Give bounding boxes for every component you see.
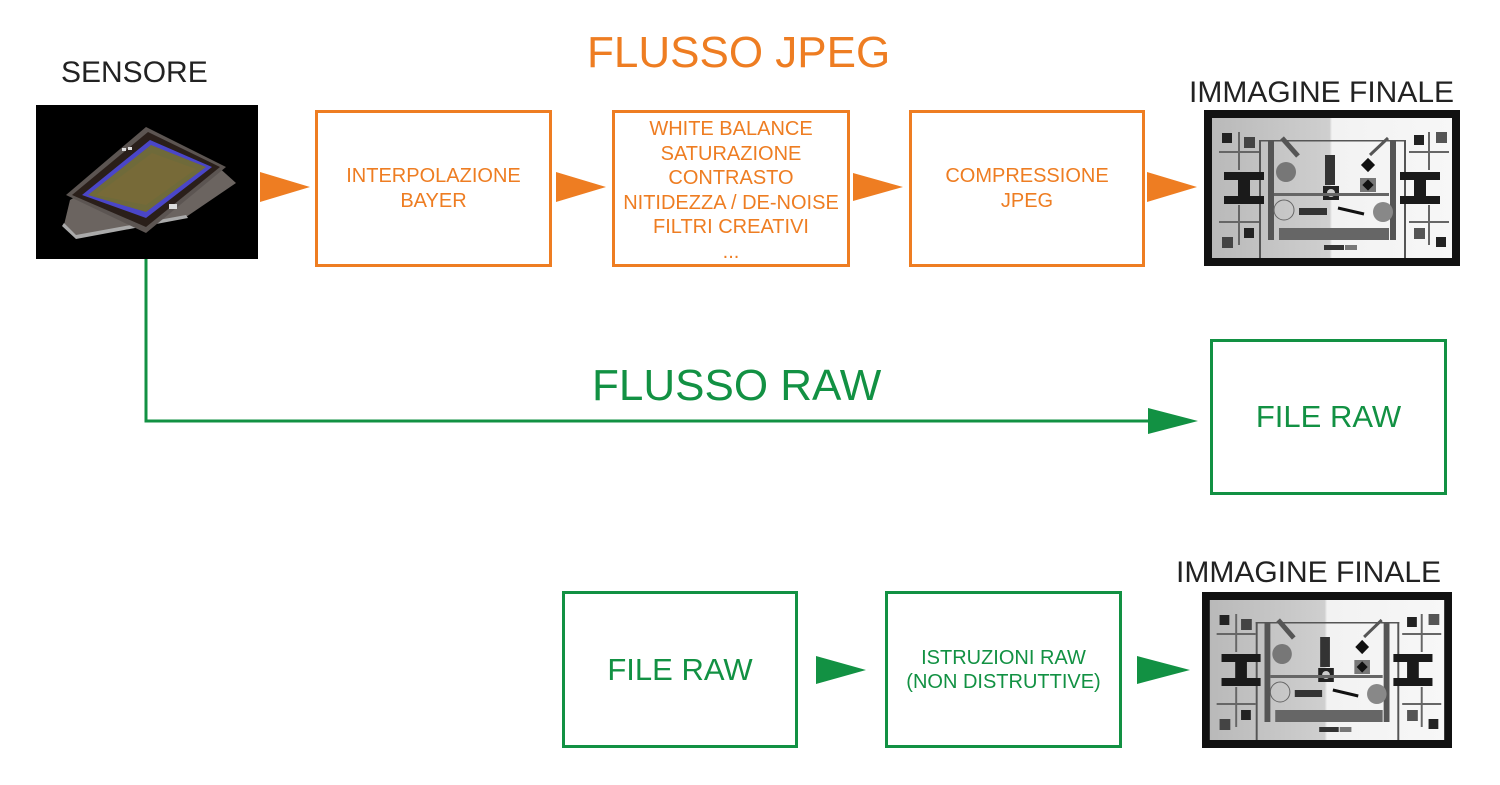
step-text: (NON DISTRUTTIVE): [906, 670, 1101, 693]
raw-file-box-bottom: FILE RAW: [562, 591, 798, 748]
step-text: INTERPOLAZIONE: [346, 165, 521, 187]
step-text: JPEG: [1000, 189, 1054, 212]
arrow-right-icon: [260, 172, 310, 202]
sensor-illustration: [62, 127, 236, 239]
sensor-label: SENSORE: [61, 56, 208, 89]
step-text: ...: [722, 240, 740, 263]
test-chart-illustration: [1202, 592, 1452, 748]
step-jpeg-compression: COMPRESSIONE JPEG: [909, 110, 1145, 267]
arrow-right-icon: [816, 656, 866, 684]
final-image-label-bottom: IMMAGINE FINALE: [1176, 556, 1442, 589]
sensor-image: [36, 105, 258, 259]
final-image-bottom: [1202, 592, 1452, 748]
raw-file-text: FILE RAW: [1255, 399, 1402, 434]
final-image-top: [1204, 110, 1460, 266]
step-text: WHITE BALANCE: [649, 118, 813, 140]
step-text: FILTRI CREATIVI: [653, 216, 809, 238]
jpeg-flow-title: FLUSSO JPEG: [587, 28, 891, 77]
raw-file-box-top: FILE RAW: [1210, 339, 1447, 495]
step-image-adjustments: WHITE BALANCE SATURAZIONE CONTRASTO NITI…: [612, 110, 850, 267]
arrow-right-icon: [556, 172, 606, 202]
arrow-right-icon: [1147, 172, 1197, 202]
step-bayer-interpolation: INTERPOLAZIONE BAYER: [315, 110, 552, 267]
step-text: CONTRASTO: [668, 167, 794, 189]
raw-flow-line: [144, 259, 1152, 423]
raw-flow-title: FLUSSO RAW: [592, 361, 882, 410]
raw-file-text: FILE RAW: [607, 651, 753, 687]
test-chart-illustration: [1204, 110, 1460, 266]
step-text: ISTRUZIONI RAW: [921, 646, 1086, 669]
arrow-right-icon: [1137, 656, 1190, 684]
arrow-right-icon: [853, 173, 903, 201]
step-text: BAYER: [400, 189, 467, 212]
final-image-label-top: IMMAGINE FINALE: [1189, 76, 1455, 109]
step-text: NITIDEZZA / DE-NOISE: [623, 191, 839, 214]
arrow-right-icon: [1148, 408, 1198, 434]
step-raw-instructions: ISTRUZIONI RAW (NON DISTRUTTIVE): [885, 591, 1122, 748]
step-text: COMPRESSIONE: [945, 165, 1109, 187]
step-text: SATURAZIONE: [660, 142, 802, 165]
